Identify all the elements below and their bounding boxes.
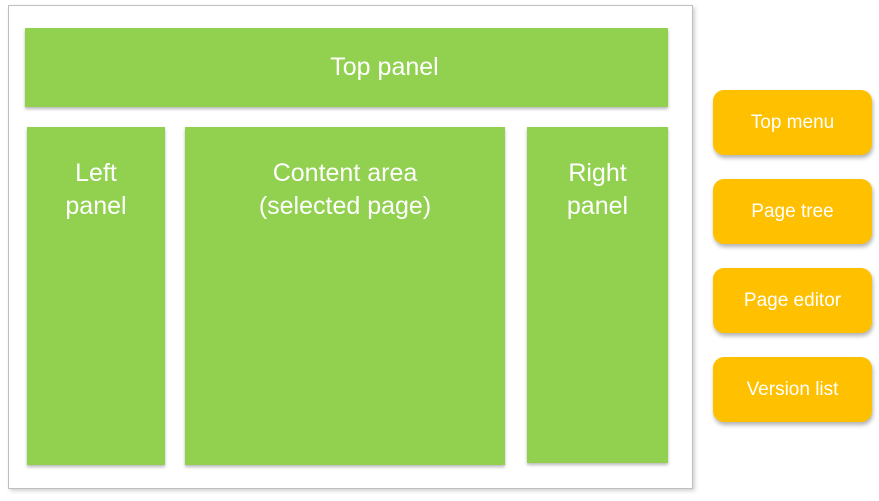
top-panel: Top panel <box>25 28 668 107</box>
left-panel-label-line1: Left <box>75 159 117 187</box>
page-editor-button[interactable]: Page editor <box>713 268 872 333</box>
content-area-label-line2: (selected page) <box>258 192 432 220</box>
left-panel: Left panel <box>27 127 165 465</box>
right-panel-label-line1: Right <box>568 159 627 187</box>
top-menu-button[interactable]: Top menu <box>713 90 872 155</box>
content-area-panel: Content area (selected page) <box>185 127 505 465</box>
page-frame: Top panel Left panel Content area (selec… <box>8 5 693 489</box>
right-panel: Right panel <box>527 127 668 463</box>
left-panel-label-line2: panel <box>65 192 127 220</box>
top-panel-label: Top panel <box>330 53 439 81</box>
page-tree-button[interactable]: Page tree <box>713 179 872 244</box>
content-area-label-line1: Content area <box>272 159 418 187</box>
version-list-button[interactable]: Version list <box>713 357 872 422</box>
right-panel-label-line2: panel <box>566 192 629 220</box>
